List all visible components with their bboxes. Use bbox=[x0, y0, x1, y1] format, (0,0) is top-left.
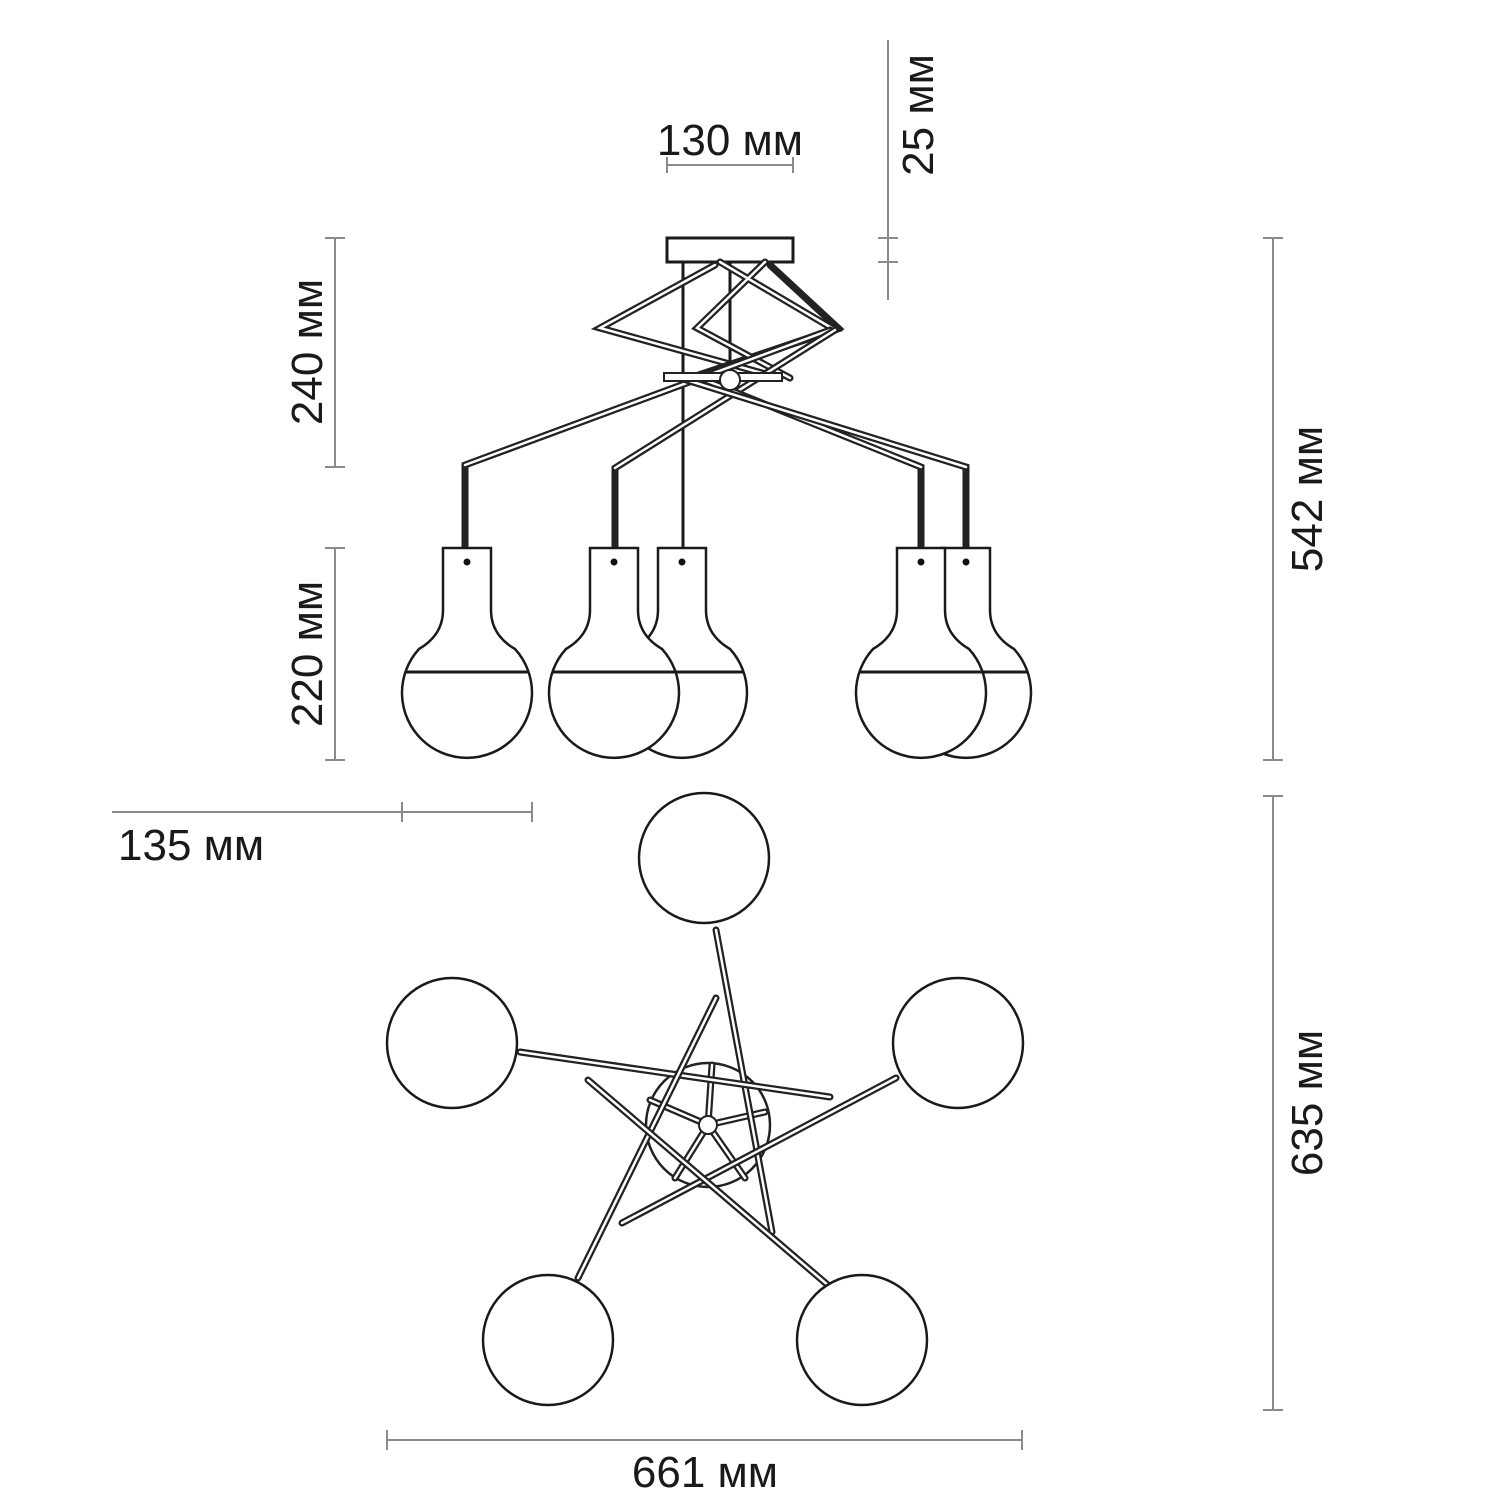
label-shade-height: 220 мм bbox=[283, 581, 332, 727]
pendants bbox=[400, 546, 1033, 759]
plan-globe bbox=[481, 1273, 615, 1407]
plan-globe bbox=[891, 976, 1025, 1110]
dim-line-135 bbox=[112, 802, 533, 822]
plan-globe bbox=[637, 791, 771, 925]
canopy bbox=[665, 236, 795, 264]
pendant-shade bbox=[547, 546, 681, 759]
dim-line-25 bbox=[878, 40, 898, 300]
plan-view bbox=[385, 791, 1025, 1407]
pendant-shade bbox=[400, 546, 534, 759]
label-frame-height: 240 мм bbox=[283, 279, 332, 425]
dim-line-240 bbox=[325, 237, 345, 468]
dim-line-130 bbox=[666, 157, 794, 173]
label-canopy-height: 25 мм bbox=[894, 54, 943, 176]
label-total-height: 542 мм bbox=[1283, 426, 1332, 572]
frame-rods bbox=[461, 258, 970, 552]
plan-globe bbox=[385, 976, 519, 1110]
plan-globe bbox=[795, 1273, 929, 1407]
label-plan-depth: 635 мм bbox=[1283, 1030, 1332, 1176]
label-canopy-width: 130 мм bbox=[657, 116, 803, 165]
dim-line-220 bbox=[325, 547, 345, 761]
pendant-shade bbox=[854, 546, 988, 759]
dim-line-542 bbox=[1263, 237, 1283, 761]
side-view bbox=[400, 236, 1033, 759]
label-shade-diameter: 135 мм bbox=[118, 821, 264, 870]
dim-line-635 bbox=[1263, 795, 1283, 1411]
dim-line-661 bbox=[386, 1430, 1023, 1450]
dimension-lines bbox=[112, 40, 1283, 1450]
label-plan-width: 661 мм bbox=[632, 1448, 778, 1497]
plan-rods bbox=[516, 926, 900, 1296]
